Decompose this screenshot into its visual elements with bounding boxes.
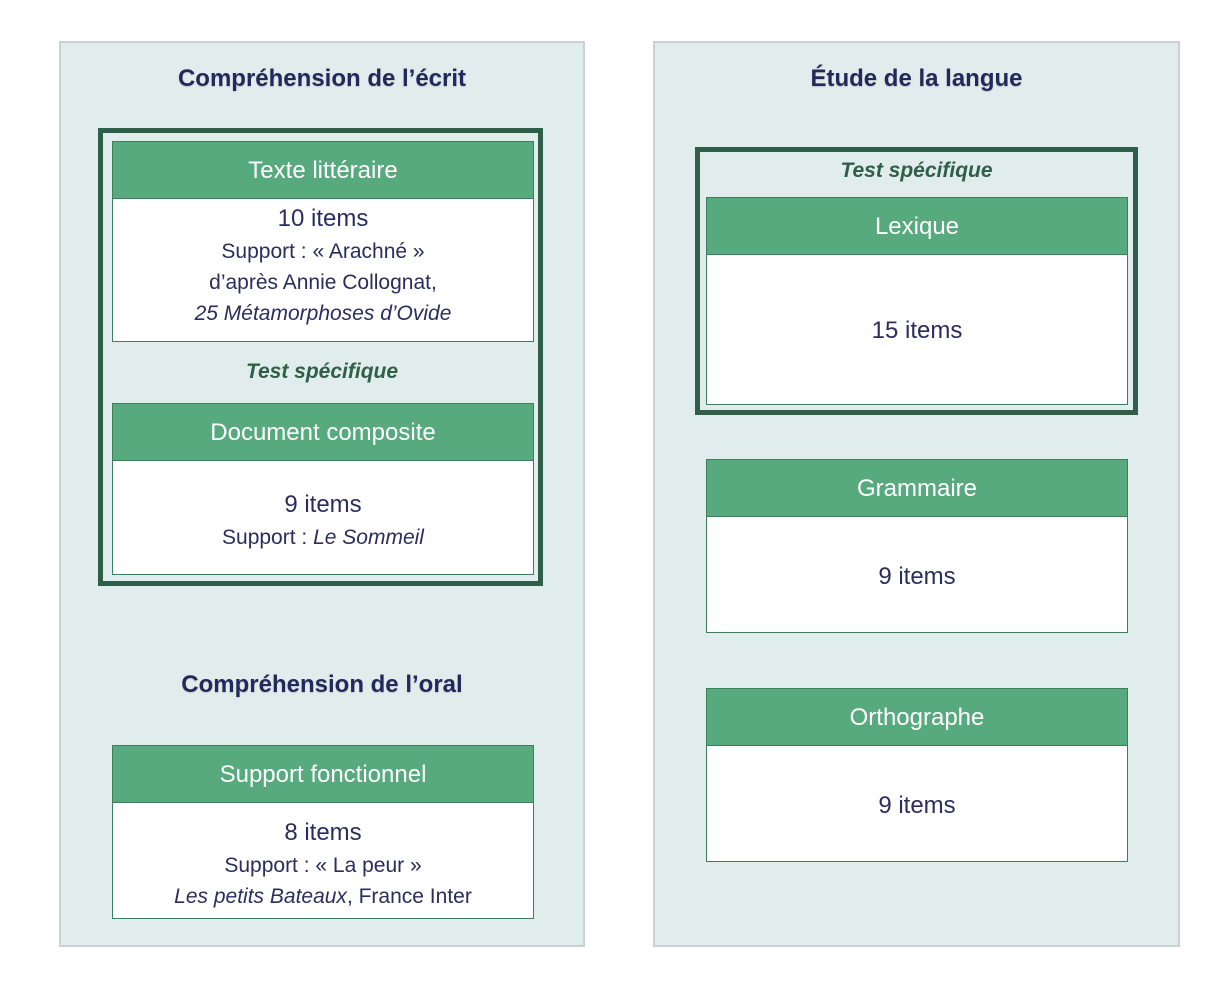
lexique-header: Lexique (707, 198, 1127, 255)
lexique-card: Lexique 15 items (706, 197, 1128, 405)
literary-text-author: d’après Annie Collognat, (209, 271, 437, 294)
orthographe-header: Orthographe (707, 689, 1127, 746)
left-panel: Compréhension de l’écrit Texte littérair… (59, 41, 585, 947)
lexique-count: 15 items (871, 317, 963, 344)
composite-support-title: Le Sommeil (313, 526, 424, 549)
functional-support-header: Support fonctionnel (113, 746, 533, 803)
grammaire-count: 9 items (878, 563, 956, 590)
language-test-label: Test spécifique (840, 159, 993, 182)
reading-test-label: Test spécifique (245, 360, 399, 383)
right-panel: Étude de la langue Test spécifique Lexiq… (653, 41, 1180, 947)
composite-document-card: Document composite 9 items Support : Le … (112, 403, 534, 575)
orthographe-count: 9 items (878, 792, 956, 819)
literary-text-header: Texte littéraire (113, 142, 533, 199)
literary-text-support: Support : « Arachné » (221, 240, 425, 263)
composite-support-prefix: Support : (222, 526, 314, 549)
composite-document-count: 9 items (284, 491, 362, 518)
grammaire-header: Grammaire (707, 460, 1127, 517)
lexique-specific-test-frame (695, 147, 1138, 415)
reading-specific-test-frame (98, 128, 543, 586)
functional-support-source: Les petits Bateaux, France Inter (113, 881, 533, 912)
orthographe-card: Orthographe 9 items (706, 688, 1128, 862)
functional-source-rest: , France Inter (346, 885, 472, 908)
functional-support-count: 8 items (284, 819, 362, 846)
grammaire-card: Grammaire 9 items (706, 459, 1128, 633)
oral-comprehension-title: Compréhension de l’oral (181, 671, 463, 698)
literary-text-card: Texte littéraire 10 items Support : « Ar… (112, 141, 534, 342)
literary-text-work: 25 Métamorphoses d’Ovide (194, 302, 452, 325)
functional-source-title: Les petits Bateaux (174, 885, 347, 908)
functional-support-support: Support : « La peur » (224, 854, 422, 877)
language-study-title: Étude de la langue (810, 65, 1023, 92)
functional-support-card: Support fonctionnel 8 items Support : « … (112, 745, 534, 919)
composite-document-support: Support : Le Sommeil (113, 522, 533, 553)
literary-text-count: 10 items (277, 205, 369, 232)
composite-document-header: Document composite (113, 404, 533, 461)
reading-comprehension-title: Compréhension de l’écrit (177, 65, 467, 92)
